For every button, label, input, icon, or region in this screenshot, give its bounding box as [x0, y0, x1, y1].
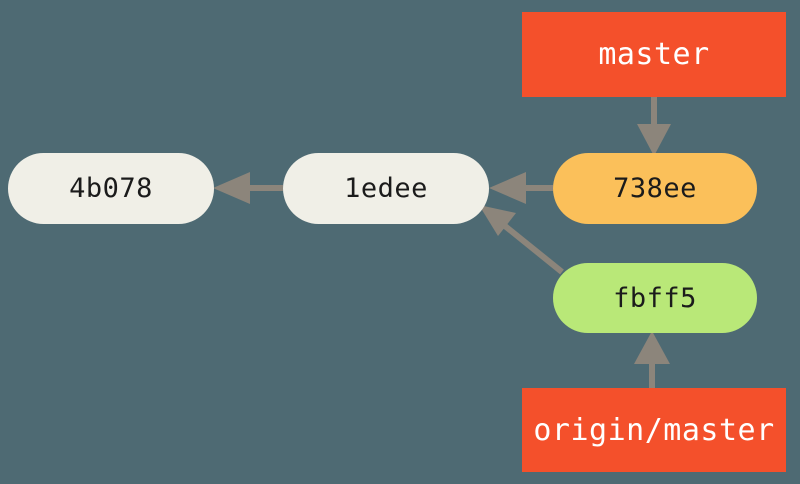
branch-label-master[interactable]: master	[522, 12, 786, 97]
commit-label-1edee: 1edee	[344, 173, 428, 204]
edge-fbff5-to-1edee	[479, 205, 564, 275]
edge-master-to-738ee	[637, 97, 671, 156]
branch-label-master-text: master	[598, 37, 710, 72]
edge-738ee-to-1edee	[489, 172, 553, 204]
edge-1edee-to-4b078	[213, 172, 283, 204]
commit-node-1edee[interactable]: 1edee	[283, 153, 489, 224]
commit-node-4b078[interactable]: 4b078	[8, 153, 214, 224]
commit-node-738ee[interactable]: 738ee	[553, 153, 757, 224]
edge-origin-master-to-fbff5	[634, 331, 670, 388]
commit-node-fbff5[interactable]: fbff5	[553, 263, 757, 333]
commit-label-4b078: 4b078	[69, 173, 153, 204]
branch-label-origin-master-text: origin/master	[533, 412, 775, 448]
commit-label-fbff5: fbff5	[613, 282, 697, 314]
branch-label-origin-master[interactable]: origin/master	[522, 388, 786, 472]
commit-label-738ee: 738ee	[613, 173, 697, 204]
